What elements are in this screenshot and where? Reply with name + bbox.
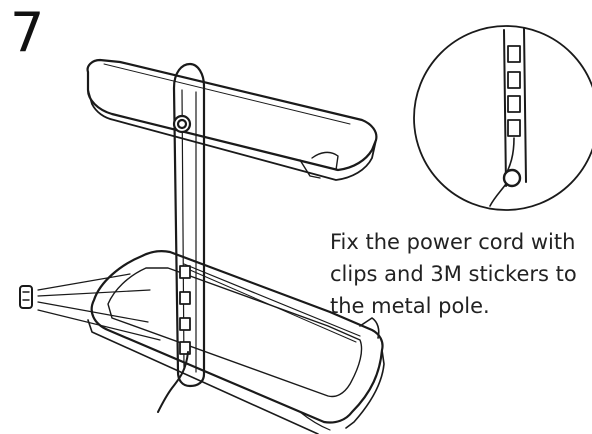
detail-magnifier bbox=[413, 25, 592, 211]
instruction-line: clips and 3M stickers to bbox=[330, 262, 577, 286]
instruction-line: Fix the power cord with bbox=[330, 230, 576, 254]
loose-clip-callout bbox=[19, 273, 161, 341]
instruction-line: the metal pole. bbox=[330, 294, 490, 318]
lamp-base bbox=[87, 250, 385, 434]
instruction-text: Fix the power cord with clips and 3M sti… bbox=[330, 226, 592, 322]
pole-clips bbox=[179, 265, 191, 355]
lamp-head bbox=[86, 58, 378, 181]
power-cord bbox=[157, 351, 189, 413]
step-number: 7 bbox=[10, 1, 45, 64]
metal-pole bbox=[172, 62, 206, 388]
